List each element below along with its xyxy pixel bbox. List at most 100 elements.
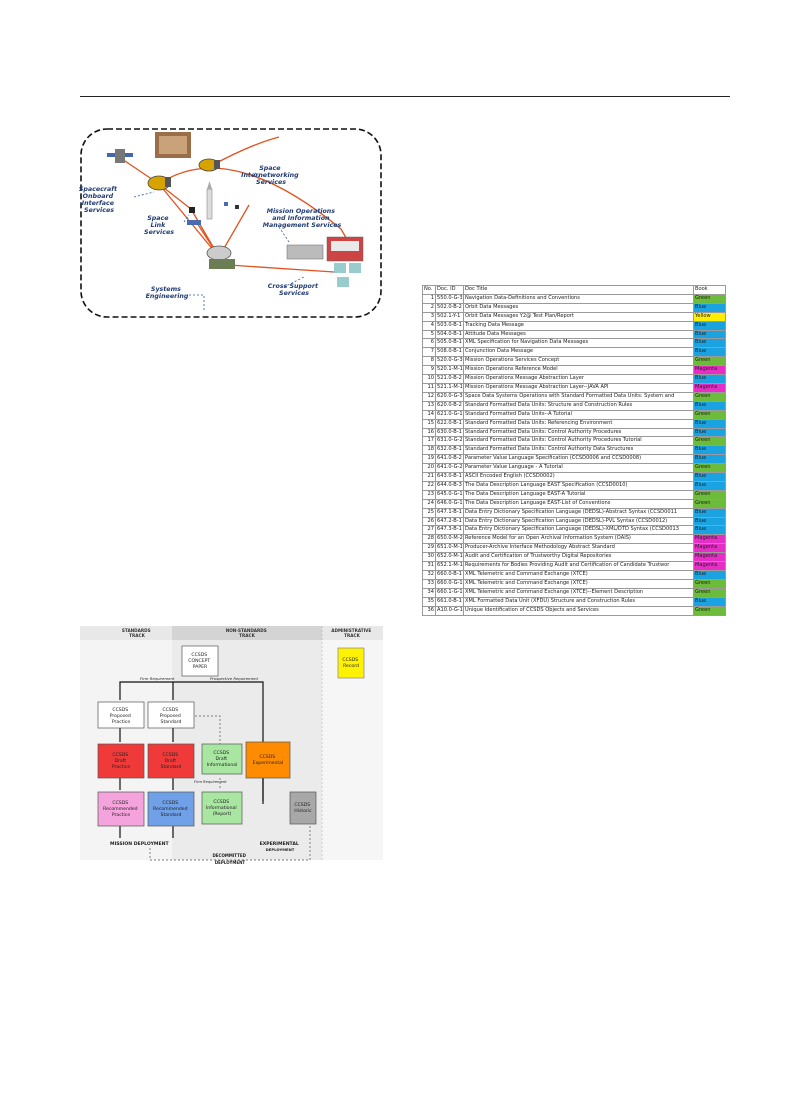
- cell-book: Green: [693, 498, 726, 509]
- cell-no: 4: [422, 320, 436, 331]
- cell-book: Green: [693, 356, 726, 367]
- cell-doc-id: 660.0-G-1: [435, 578, 464, 589]
- cell-doc-id: 521.0-B-2: [435, 374, 464, 384]
- cell-no: 30: [422, 552, 436, 563]
- cell-doc-title: The Data Description Language EAST Speci…: [463, 480, 694, 491]
- cell-doc-id: 644.0-B-3: [435, 480, 464, 491]
- proposed-practice-box: CCSDS Proposed Practice: [97, 701, 145, 729]
- cell-doc-title: Tracking Data Message: [463, 320, 694, 331]
- decommitted-deployment-label: DECOMMITTED DEPLOYMENT: [212, 853, 247, 865]
- cell-no: 20: [422, 463, 436, 474]
- cell-doc-id: 508.0-B-1: [435, 347, 464, 358]
- service-pointers: [133, 171, 305, 312]
- cell-doc-title: Standard Formatted Data Units: Control A…: [463, 445, 694, 456]
- cell-doc-id: 620.0-G-3: [435, 391, 464, 402]
- cell-doc-id: 550.0-G-3: [435, 293, 464, 304]
- cell-no: 28: [422, 534, 436, 545]
- cell-doc-title: Parameter Value Language Specification (…: [463, 454, 694, 465]
- cell-no: 29: [422, 543, 436, 554]
- cell-doc-title: Data Entry Dictionary Specification Lang…: [463, 507, 694, 518]
- cell-no: 16: [422, 427, 436, 438]
- cell-doc-id: 502.0-B-2: [435, 302, 464, 313]
- cell-no: 5: [422, 329, 436, 340]
- cell-no: 27: [422, 525, 436, 536]
- cell-book: Blue: [693, 596, 726, 607]
- recommended-practice-box: CCSDS Recommended Practice: [97, 791, 145, 827]
- header-doc-title: Doc Title: [463, 285, 694, 295]
- cell-no: 10: [422, 374, 436, 384]
- cell-book: Green: [693, 436, 726, 447]
- cell-book: Magenta: [693, 365, 726, 376]
- cell-doc-title: Standard Formatted Data Units: Control A…: [463, 427, 694, 438]
- cell-no: 22: [422, 480, 436, 491]
- header-no: No.: [422, 285, 436, 295]
- cell-no: 8: [422, 356, 436, 367]
- cell-book: Blue: [693, 507, 726, 518]
- cell-book: Blue: [693, 338, 726, 349]
- cell-book: Blue: [693, 302, 726, 313]
- cell-no: 32: [422, 570, 436, 580]
- cell-no: 34: [422, 587, 436, 598]
- cell-book: Blue: [693, 418, 726, 429]
- prospective-requirement-label: Prospective Requirement: [210, 676, 259, 681]
- cell-no: 24: [422, 498, 436, 509]
- operations-center-icon: [286, 236, 364, 287]
- cell-book: Green: [693, 578, 726, 589]
- cell-doc-title: Audit and Certification of Trustworthy D…: [463, 552, 694, 563]
- cell-no: 31: [422, 561, 436, 571]
- cell-doc-title: Standard Formatted Data Units: Structure…: [463, 400, 694, 411]
- table-header-row: No. Doc. ID Doc Title Book: [422, 285, 726, 295]
- cell-doc-id: 650.0-M-2: [435, 534, 464, 545]
- cell-doc-id: 652.0-M-1: [435, 552, 464, 563]
- cell-doc-id: 646.0-G-1: [435, 498, 464, 509]
- svg-text:CCSDS Historic: CCSDS Historic: [294, 802, 312, 814]
- cell-doc-title: Standard Formatted Data Units: Referenci…: [463, 418, 694, 429]
- cell-doc-title: Mission Operations Reference Model: [463, 365, 694, 376]
- track-label-standards: STANDARDS TRACK: [122, 628, 152, 638]
- track-label-administrative: ADMINISTRATIVE TRACK: [331, 628, 373, 638]
- cell-doc-title: XML Telemetric and Command Exchange (XTC…: [463, 578, 694, 589]
- cell-doc-title: XML Telemetric and Command Exchange (XTC…: [463, 570, 694, 580]
- cell-no: 21: [422, 472, 436, 482]
- cell-doc-title: Reference Model for an Open Archival Inf…: [463, 534, 694, 545]
- cell-doc-title: Standard Formatted Data Units--A Tutoria…: [463, 409, 694, 420]
- cell-doc-id: 647.2-B-1: [435, 516, 464, 527]
- cell-doc-title: Unique Identification of CCSDS Objects a…: [463, 605, 694, 616]
- cell-doc-title: Attitude Data Messages: [463, 329, 694, 340]
- cell-no: 2: [422, 302, 436, 313]
- draft-informational-box: CCSDS Draft Informational: [201, 743, 243, 775]
- cell-book: Green: [693, 293, 726, 304]
- cell-doc-id: 632.0-B-1: [435, 445, 464, 456]
- label-systems-engineering: Systems Engineering: [146, 285, 189, 300]
- cell-no: 13: [422, 400, 436, 411]
- svg-text:CCSDS CONCEPT PAPE: CCSDS CONCEPT PAPER: [188, 652, 211, 670]
- cell-no: 18: [422, 445, 436, 456]
- cell-doc-id: 661.0-B-1: [435, 596, 464, 607]
- rocket-icon: [206, 181, 213, 220]
- svg-text:CCSDS Draft Standa: CCSDS Draft Standard: [161, 752, 182, 770]
- cell-book: Green: [693, 605, 726, 616]
- cell-no: 35: [422, 596, 436, 607]
- cell-doc-title: Space Data Systems Operations with Stand…: [463, 391, 694, 402]
- svg-text:CCSDS Recommended: CCSDS Recommended Practice: [103, 800, 139, 818]
- cell-doc-id: 521.1-M-1: [435, 382, 464, 393]
- label-internetworking-services: Space Internetworking Services: [241, 165, 301, 186]
- record-box: CCSDS Record: [337, 647, 365, 679]
- cell-book: Blue: [693, 400, 726, 411]
- cell-doc-id: 651.0-M-1: [435, 543, 464, 554]
- ccsds-services-figure: Spacecraft Onboard Interface Services Sp…: [79, 128, 382, 318]
